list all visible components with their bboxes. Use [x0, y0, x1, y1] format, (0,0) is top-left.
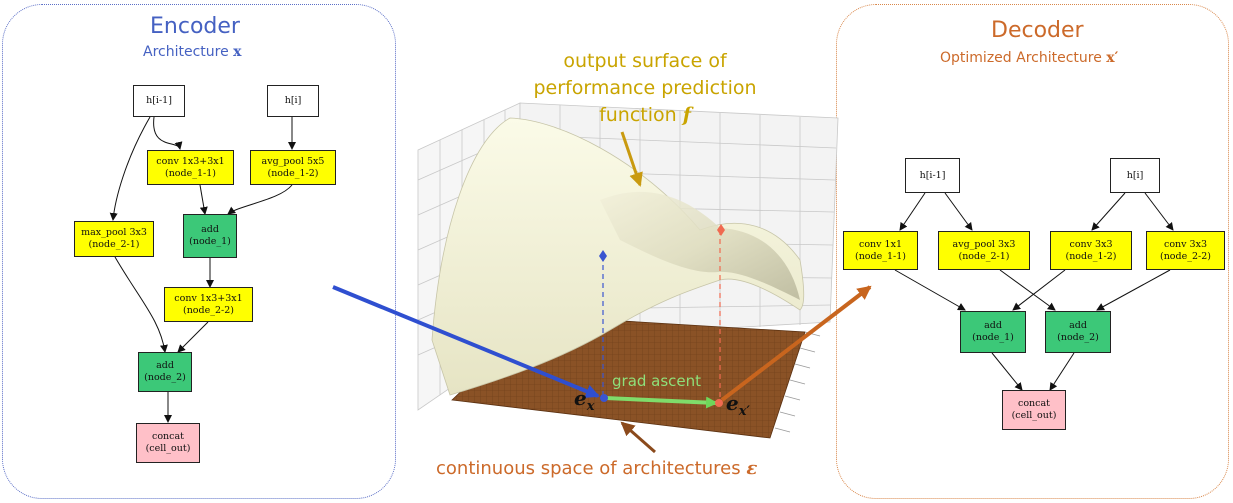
encoder-node-concat: concat (cell_out): [136, 423, 200, 463]
node-label: conv 1x3+3x1: [174, 292, 243, 304]
exp-label: ex′: [726, 391, 750, 419]
exp-label-sub: x′: [738, 404, 750, 419]
ex-label: ex: [574, 386, 595, 414]
node-sublabel: (node_2): [144, 372, 186, 383]
ex-point: [600, 394, 608, 402]
encoder-node-conv-2-2: conv 1x3+3x1 (node_2-2): [164, 287, 253, 322]
surface-caption-var: f: [682, 104, 691, 126]
node-label: add: [156, 360, 174, 371]
node-label: avg_pool 5x5: [261, 155, 325, 167]
surface-caption-text: function: [599, 104, 683, 126]
node-label: conv 1x3+3x1: [156, 155, 225, 167]
node-sublabel: (node_2-1): [958, 250, 1010, 262]
encoder-node-maxpool-2-1: max_pool 3x3 (node_2-1): [74, 221, 154, 257]
decoder-node-conv-1x1: conv 1x1 (node_1-1): [843, 231, 918, 270]
surface-caption: output surface of performance prediction…: [530, 48, 760, 129]
ex-surface-point: [599, 250, 607, 262]
space-caption-text: continuous space of architectures: [436, 458, 747, 479]
node-sublabel: (node_1): [972, 332, 1014, 343]
node-label: max_pool 3x3: [81, 227, 147, 238]
node-sublabel: (node_1-1): [164, 167, 216, 179]
node-sublabel: (node_1-1): [854, 250, 906, 262]
node-sublabel: (node_2-2): [1159, 250, 1211, 262]
exp-surface-point: [717, 224, 725, 236]
decoder-title: Decoder: [991, 18, 1084, 43]
decoder-node-add-1: add (node_1): [960, 311, 1026, 353]
node-sublabel: (cell_out): [145, 443, 191, 454]
encoder-panel: [2, 4, 396, 499]
performance-surface: [431, 117, 805, 396]
decoder-node-h-prev: h[i-1]: [905, 158, 960, 193]
space-to-decoder-arrow: [720, 285, 872, 402]
node-sublabel: (node_1-2): [1065, 250, 1117, 262]
encoder-subtitle-var: x: [233, 44, 242, 60]
surface-shading: [600, 191, 800, 300]
decoder-node-conv-1-2: conv 3x3 (node_1-2): [1050, 231, 1132, 270]
encoder-subtitle: Architecture x: [143, 44, 242, 60]
node-sublabel: (node_2): [1057, 332, 1099, 343]
encoder-to-space-arrow: [332, 285, 600, 398]
exp-label-main: e: [726, 391, 739, 415]
grad-ascent-arrow: [605, 396, 718, 409]
decoder-node-avgpool-3x3: avg_pool 3x3 (node_2-1): [938, 231, 1030, 270]
node-sublabel: (node_1-2): [267, 167, 319, 179]
surface-caption-line-1: output surface of: [563, 50, 727, 72]
grad-ascent-label: grad ascent: [612, 372, 702, 390]
decoder-node-h-cur: h[i]: [1110, 158, 1160, 193]
node-label: concat: [152, 431, 184, 442]
node-label: add: [1069, 320, 1087, 331]
node-sublabel: (cell_out): [1011, 410, 1057, 421]
decoder-panel: [836, 4, 1229, 499]
exp-point: [715, 399, 723, 407]
decoder-subtitle-var: x′: [1106, 50, 1119, 66]
encoder-title: Encoder: [150, 14, 240, 39]
encoder-node-add-2: add (node_2): [138, 352, 192, 392]
node-label: conv 3x3: [1164, 238, 1207, 250]
node-sublabel: (node_2-2): [182, 304, 234, 316]
surface-caption-line-3: function f: [530, 102, 760, 129]
encoder-node-avgpool-1-2: avg_pool 5x5 (node_1-2): [250, 150, 336, 185]
node-label: avg_pool 3x3: [952, 238, 1016, 250]
node-label: add: [201, 224, 219, 235]
decoder-node-conv-2-2: conv 3x3 (node_2-2): [1146, 231, 1225, 270]
encoder-node-add-1: add (node_1): [183, 214, 237, 258]
surface-caption-line-2: performance prediction: [533, 77, 757, 99]
encoder-subtitle-text: Architecture: [143, 44, 234, 60]
decoder-node-concat: concat (cell_out): [1002, 390, 1066, 430]
node-sublabel: (node_1): [189, 236, 231, 247]
node-label: conv 1x1: [859, 238, 902, 250]
decoder-subtitle: Optimized Architecture x′: [940, 50, 1118, 66]
node-label: add: [984, 320, 1002, 331]
space-caption: continuous space of architectures ε: [436, 458, 757, 479]
space-label-arrow: [620, 421, 656, 454]
decoder-node-add-2: add (node_2): [1045, 311, 1111, 353]
encoder-edges: [109, 116, 296, 423]
encoder-node-h-prev: h[i-1]: [133, 85, 185, 117]
ex-label-sub: x: [586, 399, 595, 414]
ex-label-main: e: [574, 386, 587, 410]
node-sublabel: (node_2-1): [88, 239, 140, 250]
space-caption-var: ε: [746, 458, 758, 479]
node-label: concat: [1018, 398, 1050, 409]
surface-label-arrow: [620, 131, 643, 187]
plane-ticks: [774, 331, 821, 433]
decoder-subtitle-text: Optimized Architecture: [940, 50, 1107, 66]
encoder-node-h-cur: h[i]: [267, 85, 319, 117]
decoder-edges: [894, 192, 1174, 391]
node-label: conv 3x3: [1069, 238, 1113, 250]
encoder-node-conv-1-1: conv 1x3+3x1 (node_1-1): [147, 150, 234, 185]
